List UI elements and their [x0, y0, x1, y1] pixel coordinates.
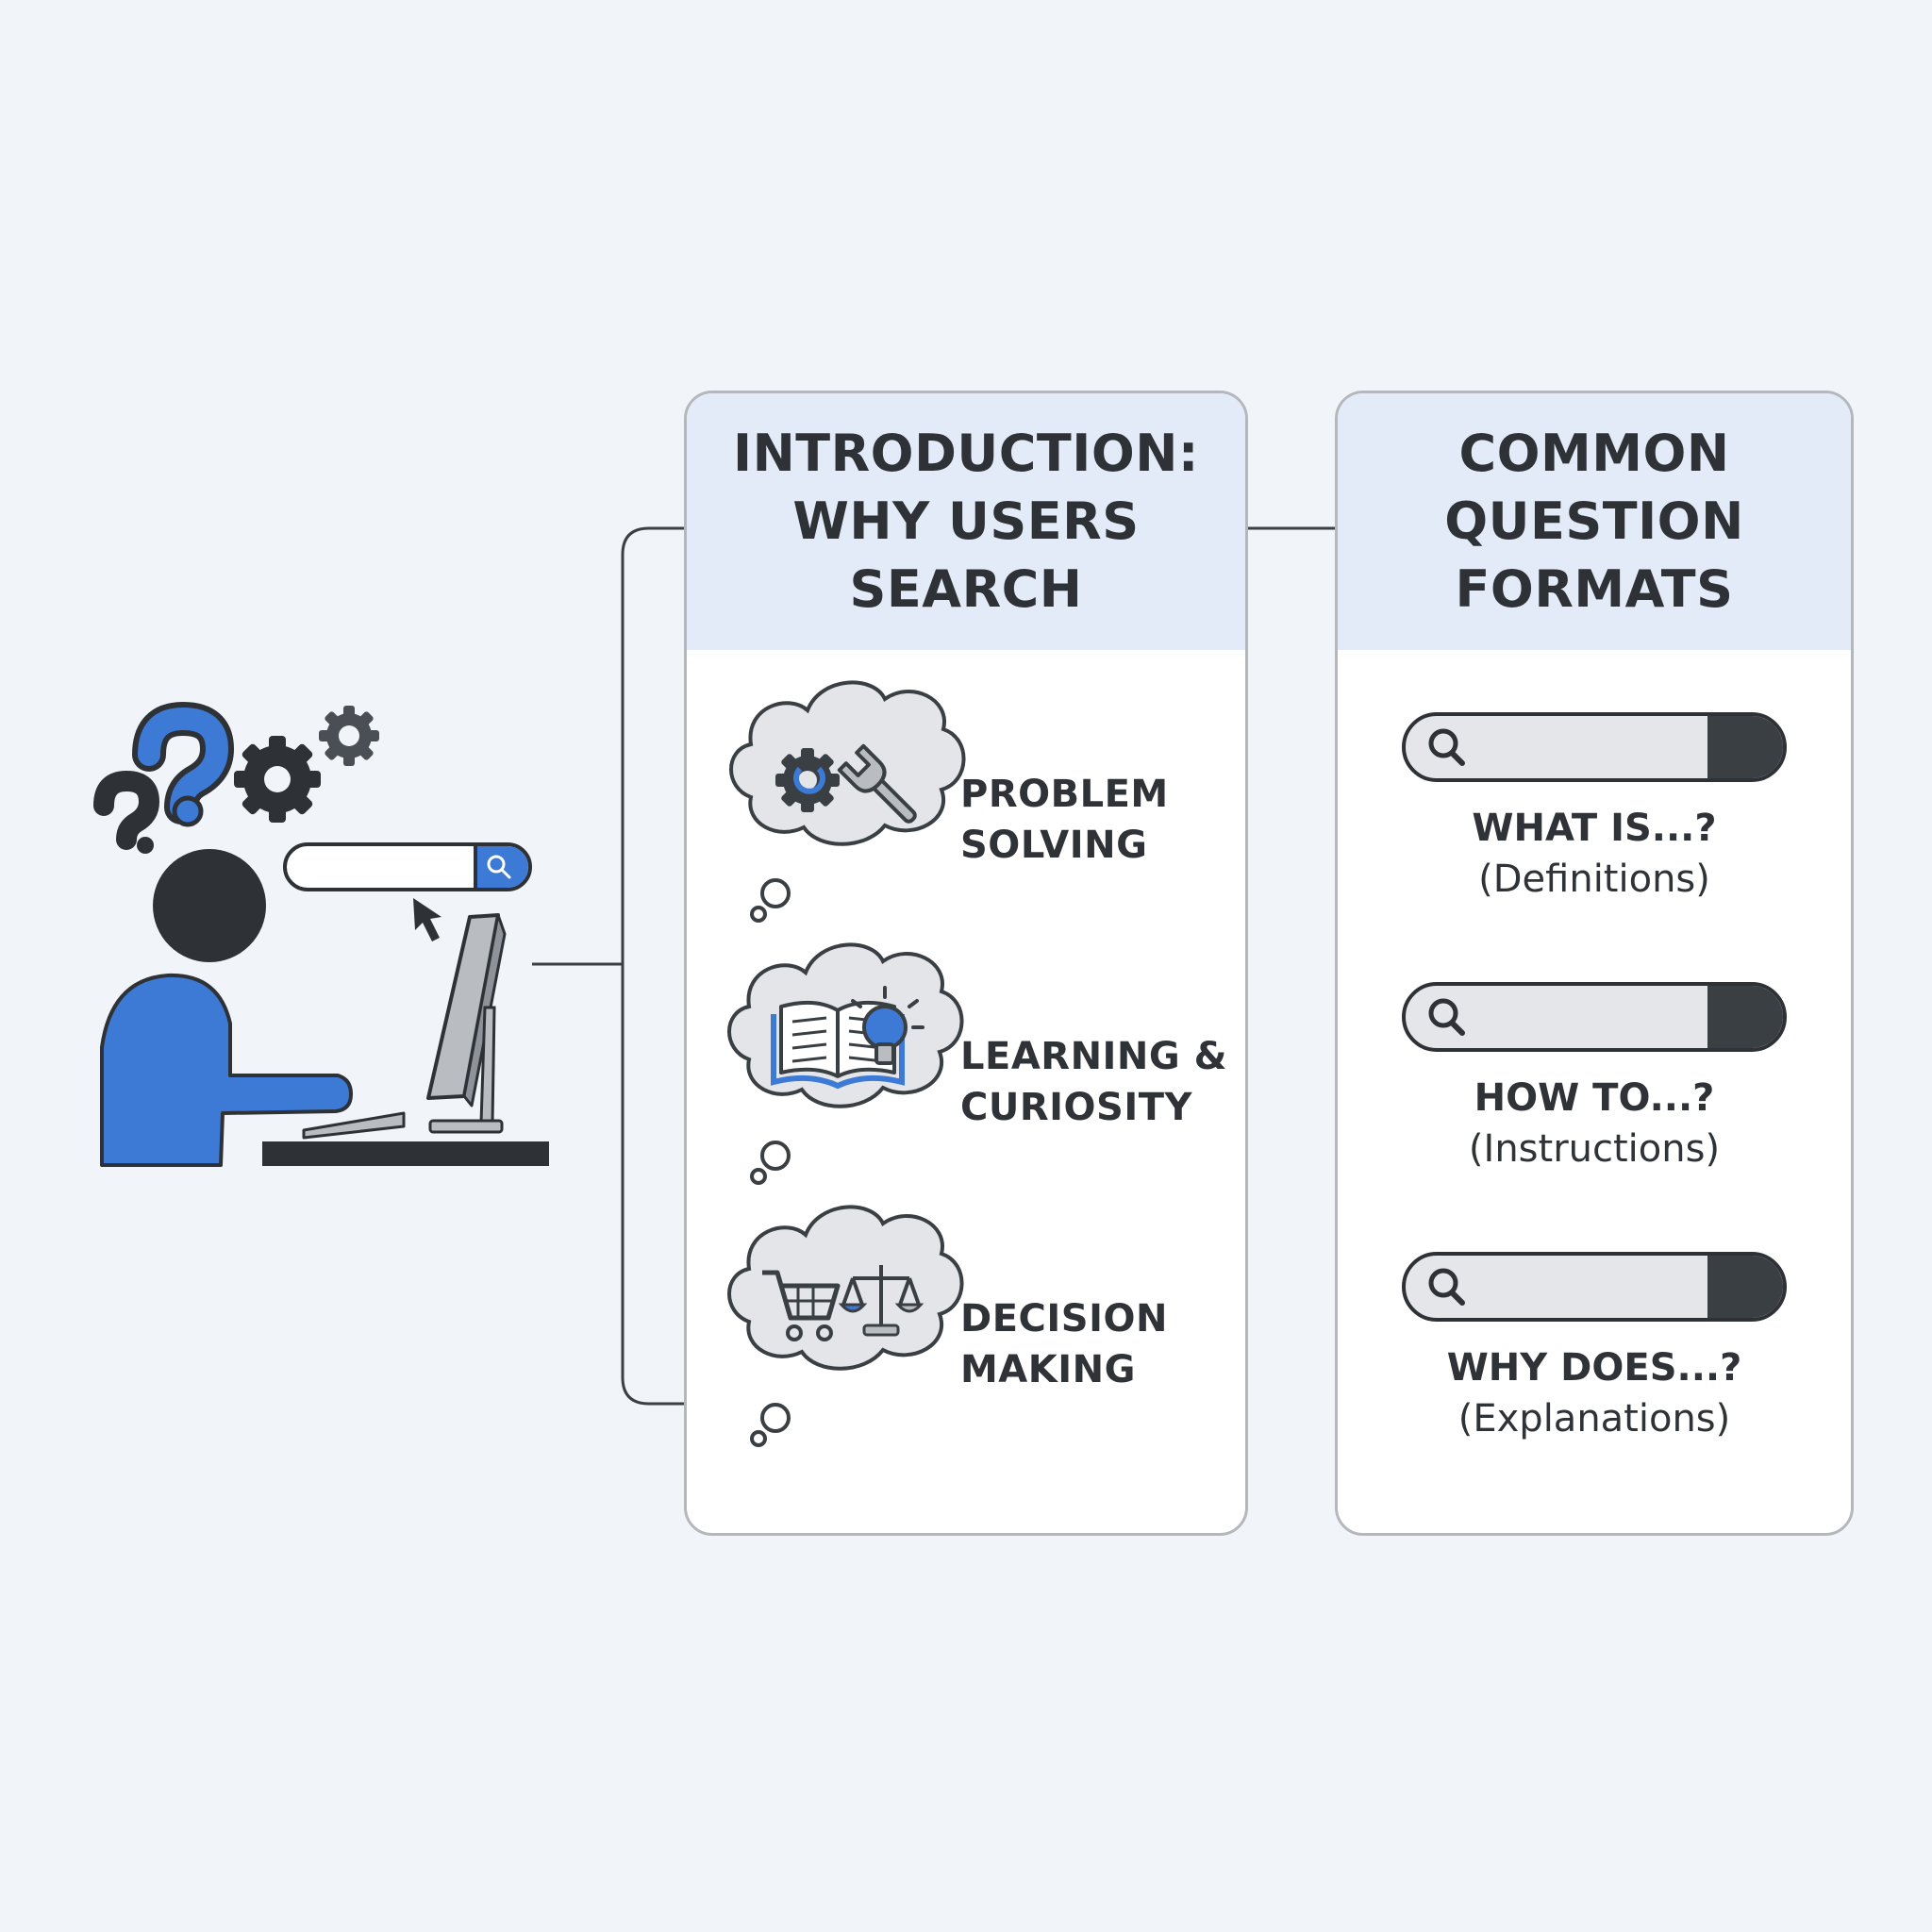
- reason-label-line: SOLVING: [960, 824, 1148, 867]
- book-lightbulb-thought-icon: [727, 942, 964, 1185]
- reason-label-learning-curiosity: LEARNING & CURIOSITY: [960, 1031, 1227, 1133]
- monitor-icon: [426, 913, 507, 1134]
- format-what-is: WHAT IS...? (Definitions): [1338, 803, 1851, 905]
- title-line: INTRODUCTION:: [732, 424, 1200, 483]
- title-line: COMMON: [1458, 424, 1730, 483]
- format-description: (Definitions): [1478, 858, 1710, 901]
- format-description: (Explanations): [1457, 1397, 1731, 1441]
- desk: [262, 1141, 549, 1166]
- cursor-icon: [413, 898, 441, 941]
- title-line: WHY USERS: [792, 491, 1140, 551]
- cart-scale-thought-icon: [727, 1205, 964, 1447]
- format-why-does: WHY DOES...? (Explanations): [1338, 1342, 1851, 1444]
- format-label: WHAT IS...?: [1472, 807, 1717, 850]
- keyboard-icon: [302, 1111, 406, 1140]
- formats-panel: COMMON QUESTION FORMATS: [1335, 391, 1854, 1536]
- search-bar-what-is: [1402, 712, 1787, 782]
- question-mark-icon: [93, 770, 160, 854]
- reason-label-line: PROBLEM: [960, 773, 1169, 816]
- question-mark-icon: [132, 701, 235, 827]
- reason-label-problem-solving: PROBLEM SOLVING: [960, 769, 1169, 871]
- intro-panel: INTRODUCTION: WHY USERS SEARCH: [684, 391, 1248, 1536]
- reason-icons: [727, 680, 966, 1447]
- format-label: HOW TO...?: [1474, 1076, 1715, 1120]
- search-bar-icons: [1402, 712, 1787, 1322]
- title-line: QUESTION: [1444, 491, 1744, 551]
- intro-panel-header: INTRODUCTION: WHY USERS SEARCH: [687, 393, 1245, 650]
- gear-wrench-thought-icon: [729, 680, 966, 923]
- search-bar-how-to: [1402, 982, 1787, 1052]
- formats-panel-header: COMMON QUESTION FORMATS: [1338, 393, 1851, 650]
- person-body: [100, 973, 353, 1167]
- title-line: SEARCH: [849, 559, 1083, 619]
- search-bar-why-does: [1402, 1252, 1787, 1322]
- user-at-computer-illustration: [93, 701, 549, 1167]
- reason-label-decision-making: DECISION MAKING: [960, 1293, 1168, 1395]
- search-icon: [1428, 728, 1465, 766]
- search-icon: [1428, 998, 1465, 1036]
- person-head: [153, 849, 266, 962]
- search-icon: [1428, 1268, 1465, 1306]
- format-how-to: HOW TO...? (Instructions): [1338, 1073, 1851, 1174]
- intro-panel-title: INTRODUCTION: WHY USERS SEARCH: [733, 420, 1199, 624]
- search-bar-illustration: [283, 842, 532, 891]
- reason-label-line: DECISION: [960, 1297, 1168, 1341]
- format-description: (Instructions): [1468, 1127, 1721, 1171]
- gear-icon: [319, 706, 379, 766]
- reason-label-line: CURIOSITY: [960, 1086, 1192, 1129]
- title-line: FORMATS: [1455, 559, 1734, 619]
- format-label: WHY DOES...?: [1446, 1346, 1742, 1390]
- formats-panel-title: COMMON QUESTION FORMATS: [1444, 420, 1744, 624]
- reason-label-line: MAKING: [960, 1348, 1136, 1391]
- reason-label-line: LEARNING &: [960, 1035, 1228, 1078]
- gear-icon: [234, 736, 321, 823]
